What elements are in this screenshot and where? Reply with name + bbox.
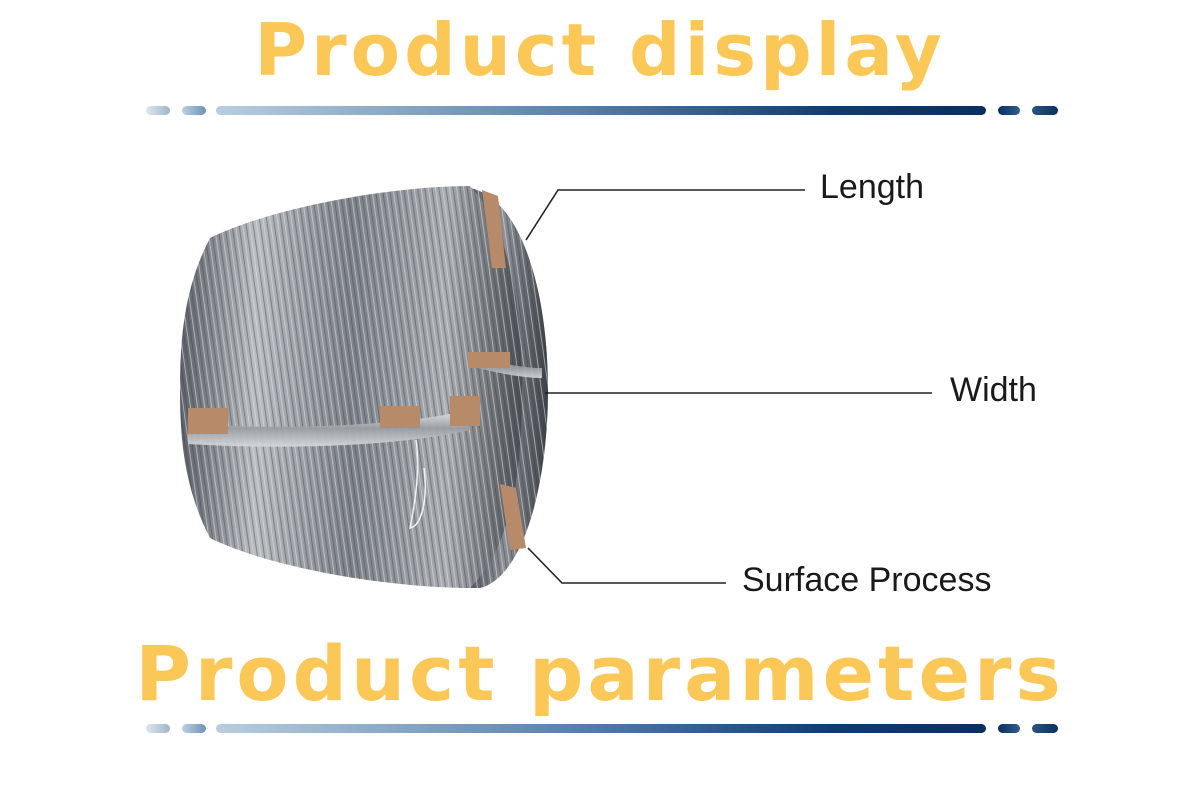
divider-bar (216, 724, 986, 733)
divider-segment (146, 106, 170, 115)
divider-segment (998, 724, 1020, 733)
divider-segment (182, 106, 206, 115)
title-divider (146, 106, 1058, 115)
wire-coil-image (180, 186, 548, 588)
callout-width: Width (950, 371, 1037, 409)
callout-length: Length (820, 168, 924, 206)
section-title: Product parameters (135, 629, 1065, 718)
divider-segment (998, 106, 1020, 115)
divider-bar (216, 106, 986, 115)
section-divider (146, 724, 1058, 733)
divider-segment (1032, 106, 1058, 115)
divider-segment (1032, 724, 1058, 733)
divider-segment (182, 724, 206, 733)
divider-segment (146, 724, 170, 733)
page-title: Product display (254, 8, 946, 92)
callout-surface-process: Surface Process (742, 561, 992, 599)
